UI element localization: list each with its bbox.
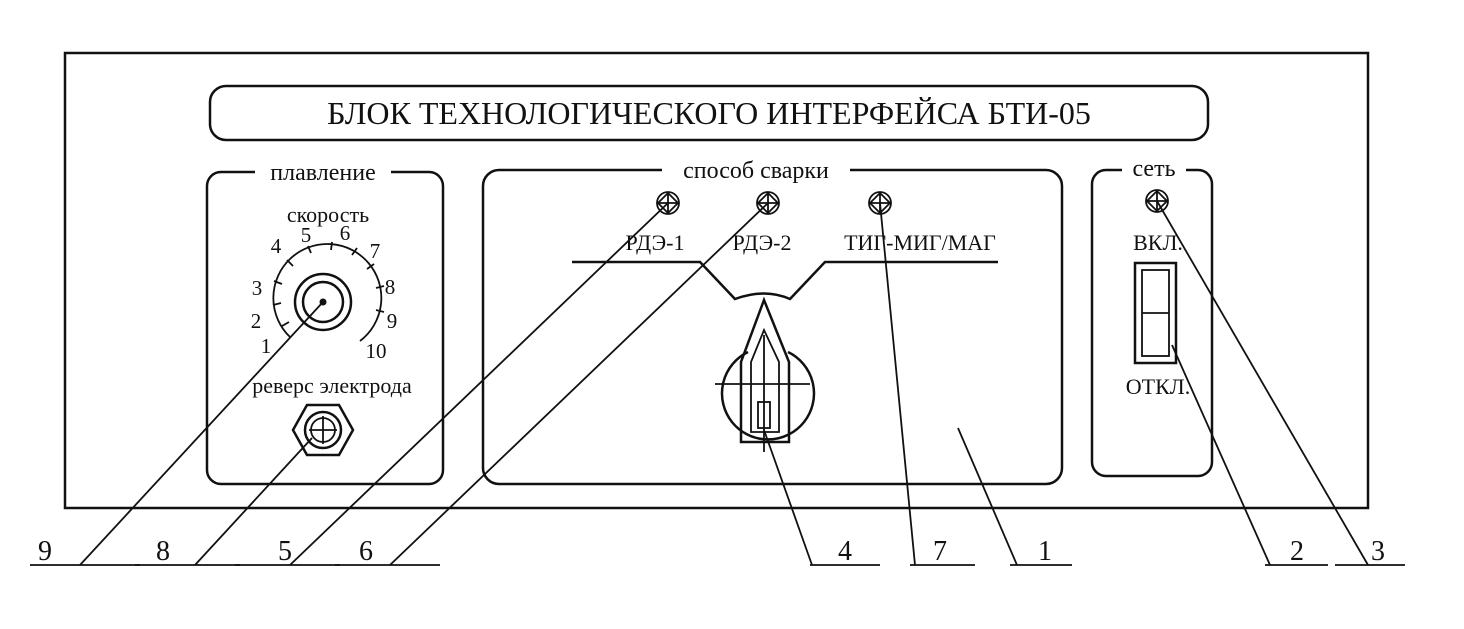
power-on-label: ВКЛ.: [1133, 230, 1183, 255]
network-group-frame: [1090, 168, 1214, 478]
leader-lines: [30, 200, 1405, 566]
mode-label-rde1: РДЭ-1: [626, 230, 685, 255]
speed-label: скорость: [287, 202, 369, 227]
panel-title: БЛОК ТЕХНОЛОГИЧЕСКОГО ИНТЕРФЕЙСА БТИ-05: [327, 95, 1091, 131]
speed-tick-3: 3: [252, 276, 263, 300]
callout-2: 2: [1290, 536, 1304, 567]
front-panel: [63, 51, 1370, 510]
network-group-label: сеть: [1132, 156, 1175, 182]
callout-3: 3: [1371, 536, 1385, 567]
callout-9: 9: [38, 536, 52, 567]
speed-tick-9: 9: [387, 309, 398, 333]
reverse-electrode-button[interactable]: [291, 403, 355, 457]
power-off-label: ОТКЛ.: [1126, 374, 1190, 399]
mode-selector-scale: [572, 260, 998, 301]
mode-label-rde2: РДЭ-2: [733, 230, 792, 255]
callout-6: 6: [359, 536, 373, 567]
reverse-label: реверс электрода: [252, 373, 412, 398]
callout-7: 7: [933, 536, 947, 567]
speed-tick-10: 10: [366, 339, 387, 363]
melting-group-label: плавление: [270, 160, 375, 186]
power-switch[interactable]: [1133, 261, 1178, 365]
welding-group-label: способ сварки: [683, 158, 829, 184]
speed-tick-7: 7: [370, 239, 381, 263]
mode-label-tig-mig-mag: ТИГ-МИГ/МАГ: [844, 230, 996, 255]
callout-1: 1: [1038, 536, 1052, 567]
title-plate: [208, 84, 1210, 142]
speed-tick-2: 2: [251, 309, 262, 333]
speed-tick-5: 5: [301, 223, 312, 247]
speed-tick-1: 1: [261, 334, 272, 358]
mode-selector-knob[interactable]: [715, 296, 816, 452]
speed-scale-arc: [272, 243, 383, 342]
welding-group-frame: [481, 168, 1064, 486]
speed-tick-6: 6: [340, 221, 351, 245]
speed-tick-8: 8: [385, 275, 396, 299]
speed-knob[interactable]: [293, 272, 353, 332]
callout-8: 8: [156, 536, 170, 567]
callout-4: 4: [838, 536, 852, 567]
speed-scale-ticks: [272, 241, 385, 327]
speed-tick-4: 4: [271, 234, 282, 258]
mode-indicator-tig-mig-mag: [868, 191, 892, 215]
callout-5: 5: [278, 536, 292, 567]
